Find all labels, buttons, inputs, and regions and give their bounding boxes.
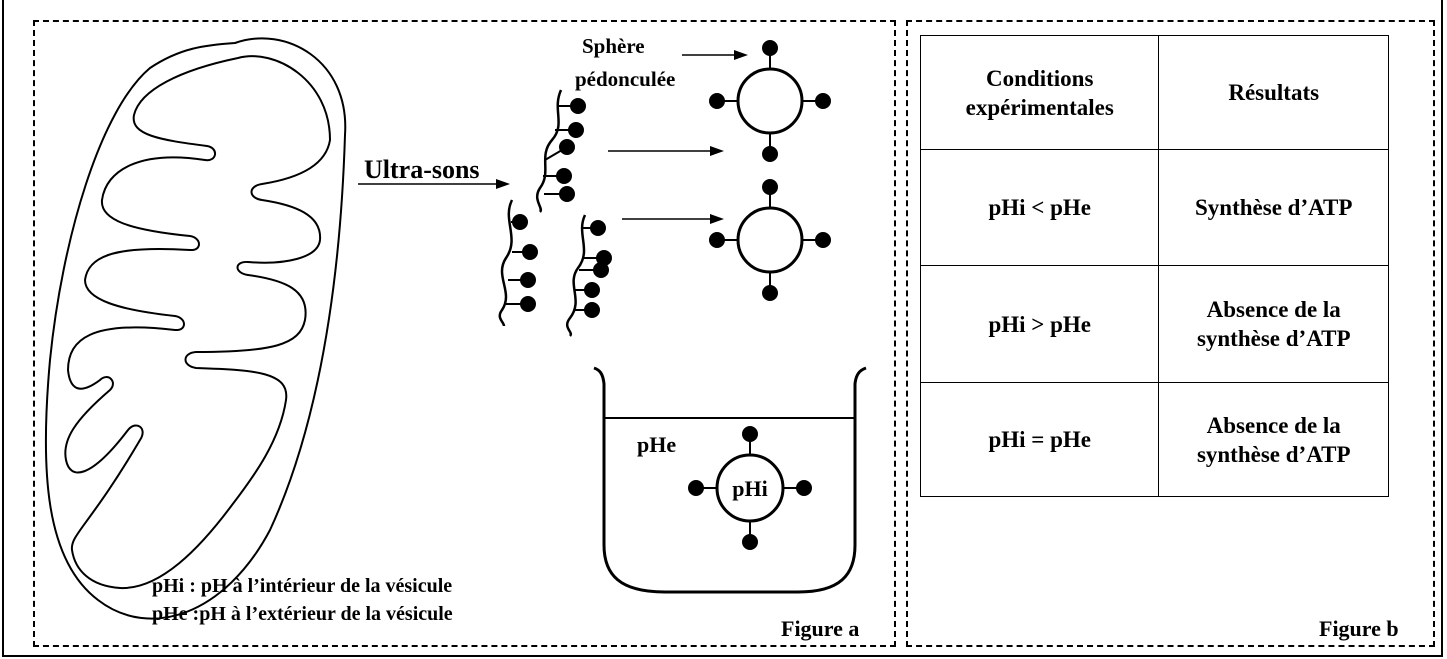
ultrasound-arrowhead <box>496 179 510 189</box>
result-cell: Absence de la synthèse d’ATP <box>1158 265 1389 383</box>
condition-cell: pHi < pHe <box>919 149 1160 266</box>
vesicle-1 <box>709 40 831 162</box>
sphere-label-line2: pédonculée <box>575 67 675 91</box>
result-cell: Synthèse d’ATP <box>1158 149 1389 266</box>
arrow-to-vesicle-2-head <box>710 214 724 224</box>
condition-cell: pHi > pHe <box>919 265 1160 383</box>
header-conditions: Conditions expérimentales <box>919 35 1160 150</box>
arrow-to-vesicle-1-head <box>710 146 724 156</box>
figure-b-label: Figure b <box>1319 616 1399 641</box>
mitochondrion-inner-membrane <box>64 55 332 590</box>
mitochondrion <box>44 37 347 620</box>
phe-label: pHe <box>637 432 676 457</box>
beaker-wall <box>593 366 867 594</box>
condition-cell: pHi = pHe <box>919 382 1160 497</box>
vesicle-in-beaker <box>688 426 812 550</box>
figure-a-label: Figure a <box>781 616 860 641</box>
sphere-label-line1: Sphère <box>582 34 645 58</box>
vesicle-2 <box>709 179 831 301</box>
arrow-sphere-label-head <box>734 50 748 60</box>
mitochondrion-outer-membrane <box>44 37 347 620</box>
table-row: pHi = pHe Absence de la synthèse d’ATP <box>919 382 1389 497</box>
membrane-fragment-2 <box>498 199 514 327</box>
legend-phi: pHi : pH à l’intérieur de la vésicule <box>152 575 453 597</box>
ultrasound-label: Ultra-sons <box>364 155 480 184</box>
membrane-fragment-1 <box>535 89 563 213</box>
atp-synthase-particles <box>506 98 612 318</box>
result-cell: Absence de la synthèse d’ATP <box>1158 382 1389 497</box>
header-results: Résultats <box>1158 35 1389 150</box>
table-row: pHi > pHe Absence de la synthèse d’ATP <box>919 265 1389 383</box>
figure-a-panel <box>33 20 896 647</box>
phi-label: pHi <box>732 476 767 501</box>
beaker <box>593 366 867 594</box>
table-header-row: Conditions expérimentales Résultats <box>919 35 1389 150</box>
membrane-fragment-3 <box>565 214 587 337</box>
table-row: pHi < pHe Synthèse d’ATP <box>919 149 1389 266</box>
results-table: Conditions expérimentales Résultats pHi … <box>919 35 1389 497</box>
legend-phe: pHe :pH à l’extérieur de la vésicule <box>152 603 453 625</box>
figure-b-panel <box>906 20 1435 647</box>
